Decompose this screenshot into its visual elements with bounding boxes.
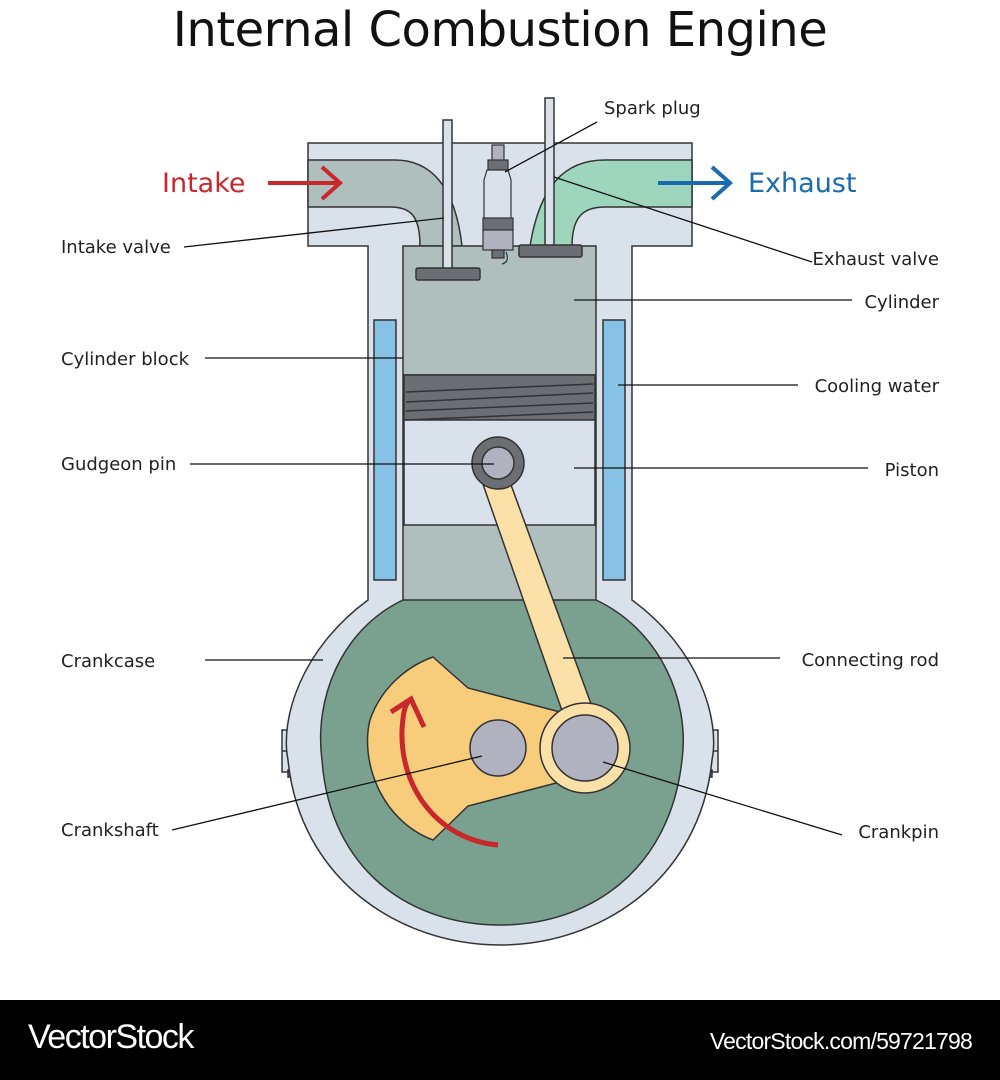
label-cooling-water: Cooling water: [815, 376, 940, 397]
rotation-arrow-icon: [389, 695, 499, 848]
label-exhaust-valve: Exhaust valve: [813, 249, 939, 270]
label-spark-plug: Spark plug: [604, 98, 701, 119]
footer-bar: VectorStock VectorStock.com/59721798: [0, 1000, 1000, 1080]
piston: [403, 374, 596, 526]
label-cylinder: Cylinder: [864, 292, 939, 313]
intake-label: Intake: [162, 168, 246, 199]
exhaust-valve: [518, 97, 583, 258]
exhaust-label: Exhaust: [748, 168, 856, 199]
cooling-water-right: [602, 319, 626, 581]
label-gudgeon-pin: Gudgeon pin: [61, 454, 176, 475]
leader-lines: [171, 121, 868, 836]
label-crankpin: Crankpin: [858, 822, 939, 843]
label-crankcase: Crankcase: [61, 651, 155, 672]
label-cylinder-block: Cylinder block: [61, 349, 190, 370]
cooling-water-left: [373, 319, 397, 581]
intake-valve: [415, 119, 481, 281]
exhaust-arrow-icon: [658, 165, 734, 201]
label-piston: Piston: [885, 460, 939, 481]
label-crankshaft: Crankshaft: [61, 820, 159, 841]
spark-plug: [482, 144, 514, 265]
diagram-title: Internal Combustion Engine: [172, 2, 828, 58]
crankshaft: [469, 719, 527, 777]
label-intake-valve: Intake valve: [61, 237, 171, 258]
label-connecting-rod: Connecting rod: [802, 650, 939, 671]
footer-ref: VectorStock.com/59721798: [709, 1028, 973, 1054]
gudgeon-pin: [481, 446, 515, 480]
footer-brand: VectorStock: [28, 1018, 194, 1056]
intake-arrow-icon: [268, 165, 344, 201]
crankpin: [551, 714, 619, 782]
engine-diagram: Intake Exhaust Spark plug Intake valve E…: [61, 97, 940, 946]
